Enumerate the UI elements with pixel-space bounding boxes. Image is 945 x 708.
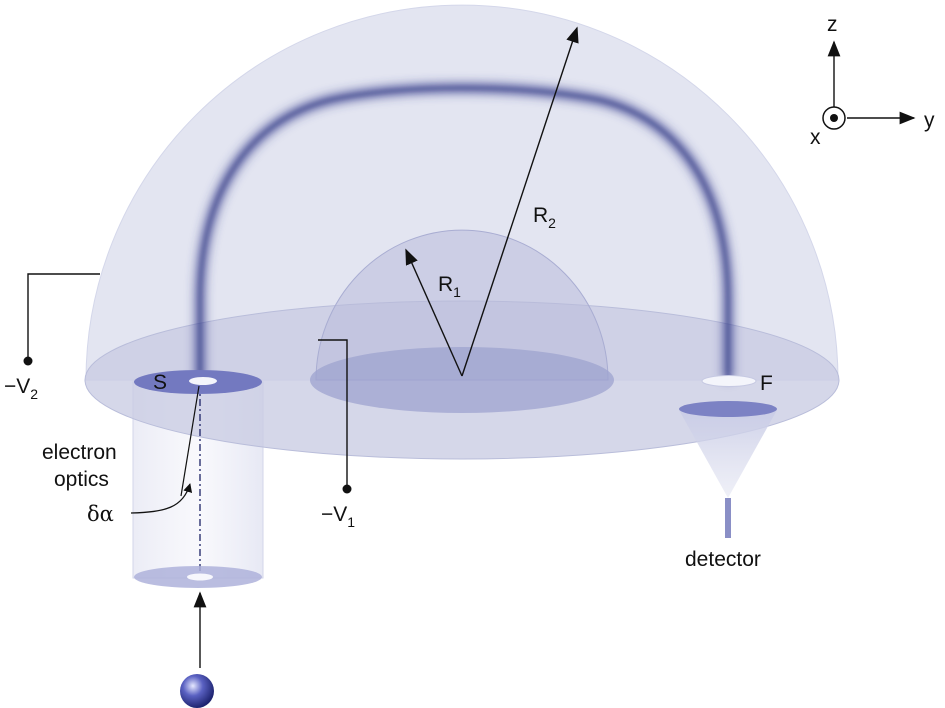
inner-hemisphere bbox=[315, 229, 609, 381]
detector-entrance-disc bbox=[679, 401, 777, 417]
outer-voltage-terminal bbox=[23, 356, 33, 366]
inner-voltage-wire bbox=[318, 339, 348, 488]
focal-slit-aperture bbox=[701, 375, 757, 387]
focal-slit-label: F bbox=[760, 372, 773, 395]
outer-voltage-wire bbox=[27, 273, 100, 360]
coordinate-axes bbox=[822, 40, 916, 130]
inner-radius-label: R1 bbox=[438, 273, 461, 300]
detector-stem bbox=[725, 498, 731, 538]
inner-voltage-terminal bbox=[342, 484, 352, 494]
acceptance-angle-ray bbox=[180, 385, 200, 497]
inner-hemisphere-base bbox=[310, 347, 614, 413]
acceptance-angle-label: δα bbox=[87, 502, 114, 526]
detector-cone bbox=[679, 410, 777, 498]
outer-voltage-label: −V2 bbox=[4, 375, 38, 402]
source-slit-label: S bbox=[153, 371, 167, 394]
outer-radius-label: R2 bbox=[533, 204, 556, 231]
outer-hemisphere bbox=[85, 4, 839, 381]
detector-label: detector bbox=[685, 548, 761, 571]
outer-radius-arrow bbox=[461, 26, 579, 377]
axis-label-y: y bbox=[924, 109, 935, 132]
inner-radius-arrow bbox=[405, 248, 463, 377]
axis-label-x: x bbox=[810, 126, 821, 149]
electron-optics-label-line1: electron bbox=[42, 441, 117, 464]
acceptance-angle-leader bbox=[130, 483, 193, 514]
source-slit-aperture bbox=[189, 377, 217, 385]
electron-optics-label-line2: optics bbox=[54, 468, 109, 491]
lens-entrance-aperture bbox=[187, 573, 213, 581]
x-axis-dot-icon bbox=[830, 114, 838, 122]
incoming-electron bbox=[180, 674, 214, 708]
electron-trajectory-core bbox=[198, 86, 730, 382]
inner-voltage-label: −V1 bbox=[321, 503, 355, 530]
axis-label-z: z bbox=[827, 13, 838, 36]
